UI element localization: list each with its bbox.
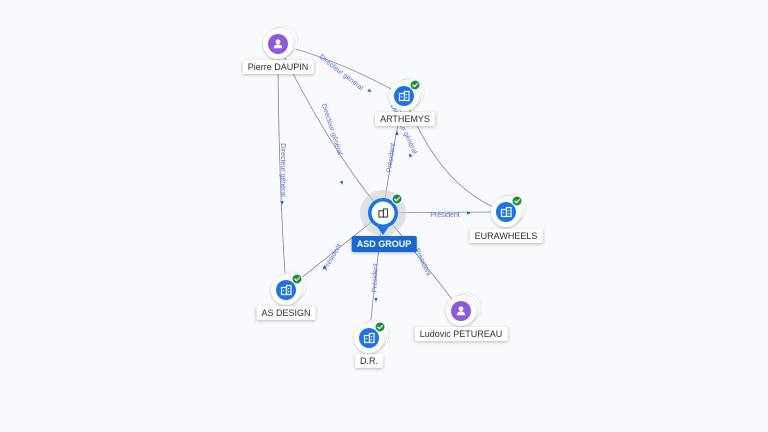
node-dr[interactable]	[354, 319, 390, 353]
edge-arrow	[467, 211, 471, 215]
node-as-design[interactable]	[271, 271, 307, 305]
edge-arrow	[409, 153, 413, 158]
edge-label: Président	[371, 263, 379, 293]
edge-arrow	[280, 201, 284, 205]
edge-arrow	[374, 298, 378, 302]
edge-label: Directeur général	[318, 54, 365, 93]
verified-badge	[291, 273, 303, 285]
node-eurawheels[interactable]	[491, 193, 527, 227]
node-ludovic-petureau[interactable]	[446, 292, 482, 326]
edge-label: Président	[430, 212, 460, 219]
edge-label: Président	[413, 247, 432, 277]
edge-arrow	[367, 88, 372, 92]
edge-line	[277, 43, 287, 291]
node-label-arthemys[interactable]: ARTHEMYS	[375, 112, 435, 126]
node-label-asd-group[interactable]: ASD GROUP	[351, 236, 417, 252]
edge-pierre-daupin-to-as-design: Directeur général	[277, 43, 287, 291]
edge-arrow	[322, 265, 327, 270]
edge-label: Directeur général	[279, 143, 286, 197]
verified-badge	[391, 193, 403, 205]
verified-badge	[374, 321, 386, 333]
node-label-ludovic-petureau[interactable]: Ludovic PETUREAU	[414, 327, 508, 341]
edge-arrow	[395, 131, 399, 136]
node-pierre-daupin[interactable]	[263, 25, 299, 59]
node-arthemys[interactable]	[389, 77, 425, 111]
building-icon	[378, 208, 389, 218]
edge-arrow	[339, 180, 344, 185]
node-label-pierre-daupin[interactable]: Pierre DAUPIN	[242, 60, 314, 74]
edge-label: Directeur général	[320, 103, 343, 157]
verified-badge	[409, 79, 421, 91]
node-label-as-design[interactable]: AS DESIGN	[256, 306, 316, 320]
node-asd-group[interactable]	[360, 190, 406, 236]
edge-label: Président	[386, 143, 397, 173]
node-label-eurawheels[interactable]: EURAWHEELS	[469, 229, 543, 243]
node-label-dr[interactable]: D.R.	[355, 354, 383, 368]
verified-badge	[511, 195, 523, 207]
